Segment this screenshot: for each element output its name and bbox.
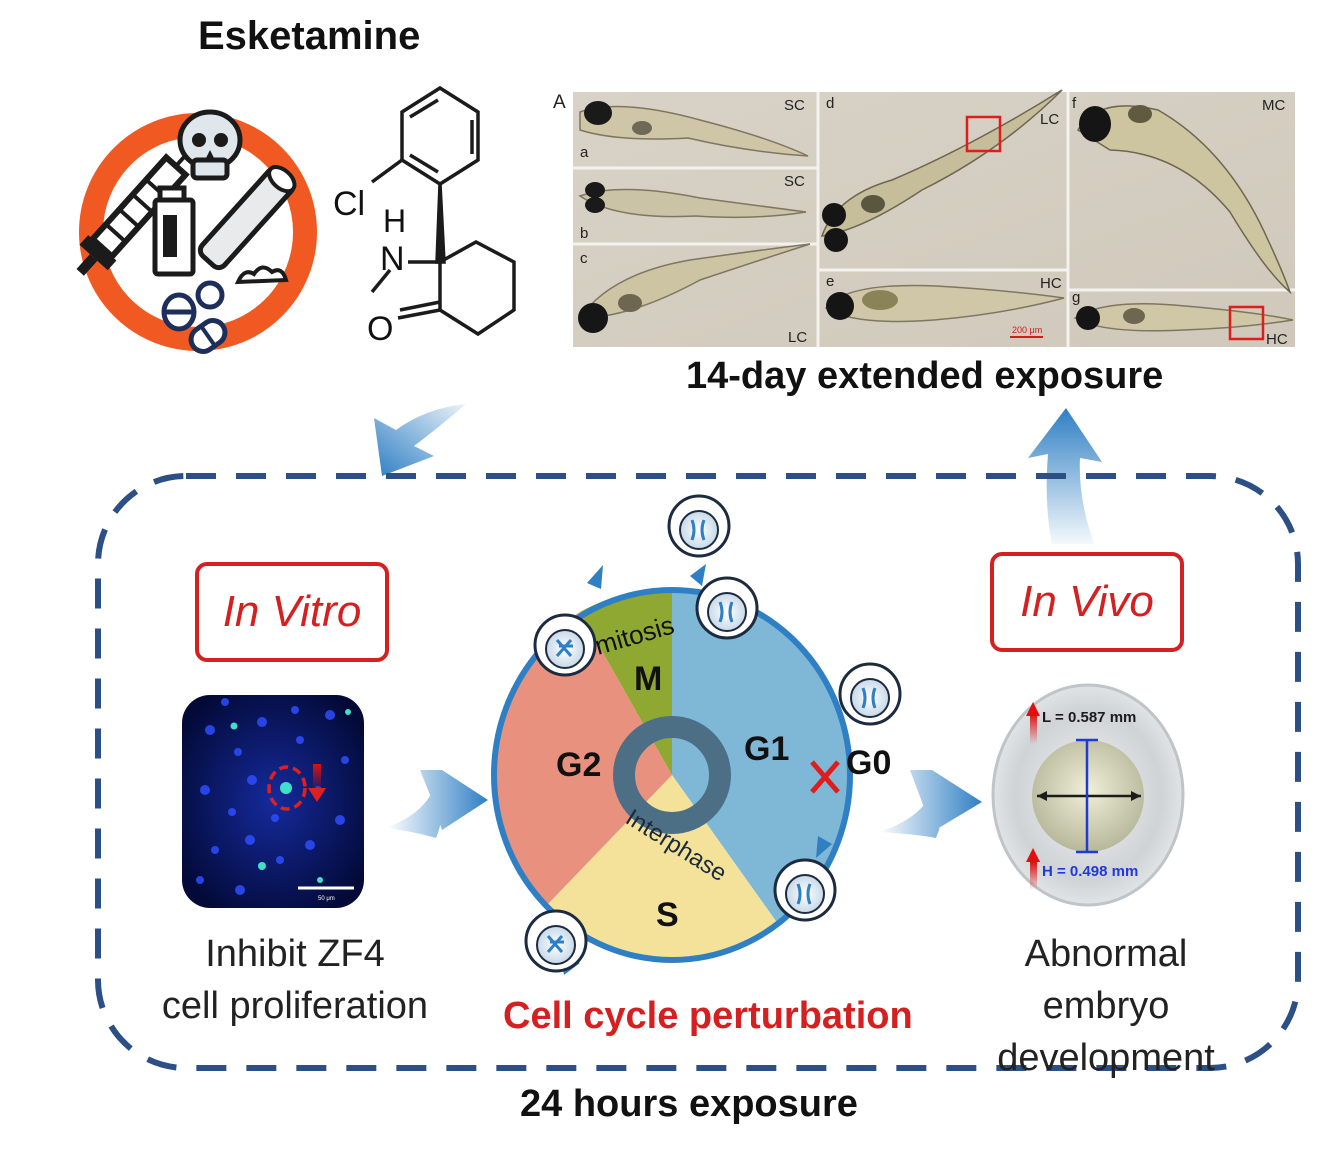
panel-letter: A [553, 92, 566, 113]
larva-c [578, 243, 811, 333]
zf4-cell-image: 50 μm [182, 695, 364, 908]
exposure-dashed-box [95, 473, 1301, 1071]
larva-b [578, 182, 807, 219]
in-vivo-caption-line2: embryo development [997, 985, 1215, 1079]
oxygen-label: O [367, 310, 393, 348]
cell-icon-left [533, 613, 597, 677]
arrow-vitro-to-cycle [386, 770, 488, 838]
g2-sector [493, 612, 672, 904]
in-vitro-text: In Vitro [222, 587, 362, 636]
in-vivo-caption: Abnormal embryo development [930, 928, 1282, 1084]
phase-m: M [634, 660, 662, 698]
in-vivo-text: In Vivo [1020, 577, 1154, 626]
fish-letter-b: b [580, 225, 588, 242]
in-vivo-label: In Vivo [990, 552, 1184, 652]
fish-letter-c: c [580, 250, 588, 267]
skull-icon [177, 109, 243, 181]
in-vitro-caption-line2: cell proliferation [161, 985, 429, 1027]
fish-condition-g: HC [1266, 331, 1288, 348]
in-vitro-caption: Inhibit ZF4 cell proliferation [150, 928, 440, 1032]
phase-s: S [656, 896, 679, 934]
in-vitro-label: In Vitro [195, 562, 389, 662]
larva-e: 200 μm [824, 284, 1065, 338]
phase-g2: G2 [556, 746, 601, 784]
larva-g [1073, 302, 1294, 341]
nitrogen-label: N [380, 240, 405, 278]
embryo-height: H = 0.498 mm [1042, 863, 1138, 880]
fish-condition-b: SC [784, 173, 805, 190]
cell-icons [524, 494, 902, 973]
larva-a [579, 101, 809, 157]
bottle-icon [152, 185, 196, 277]
fish-condition-e: HC [1040, 275, 1062, 292]
larva-f [1076, 105, 1292, 295]
fish-condition-a: SC [784, 97, 805, 114]
fish-letter-e: e [826, 273, 834, 290]
esketamine-structure [370, 85, 516, 337]
zebrafish-panel: A [553, 89, 1295, 347]
cell-icon-right [773, 858, 837, 922]
larva-d [820, 89, 1063, 252]
in-vitro-caption-line1: Inhibit ZF4 [205, 933, 385, 975]
pills-icon [161, 280, 228, 354]
syringe-icon [76, 137, 203, 276]
embryo-length: L = 0.587 mm [1042, 709, 1136, 726]
fish-letter-d: d [826, 95, 834, 112]
cell-cycle-wheel [491, 564, 882, 975]
fish-letter-g: g [1072, 289, 1080, 306]
prohibited-drugs-icon [76, 109, 317, 354]
cell-scale-bar: 50 μm [318, 896, 335, 902]
s-sector [548, 775, 778, 959]
phase-g0: G0 [846, 744, 891, 782]
hydrogen-label: H [383, 203, 406, 239]
fish-condition-f: MC [1262, 97, 1285, 114]
fish-letter-f: f [1072, 95, 1077, 112]
phase-g1: G1 [744, 730, 789, 768]
roll-icon [197, 165, 297, 285]
esketamine-title: Esketamine [198, 14, 421, 58]
fish-scale-bar: 200 μm [1012, 325, 1042, 335]
cell-cycle-title: Cell cycle perturbation [503, 995, 913, 1037]
cell-icon-top-right [695, 576, 759, 640]
arrow-down-to-box [374, 404, 466, 476]
embryo-image [991, 683, 1185, 907]
extended-exposure-title: 14-day extended exposure [686, 355, 1164, 397]
in-vivo-caption-line1: Abnormal [1024, 933, 1188, 975]
hours-exposure-title: 24 hours exposure [520, 1083, 858, 1125]
cell-icon-top [667, 494, 731, 558]
fish-condition-c: LC [788, 329, 807, 346]
cell-icon-bottom-left [524, 909, 588, 973]
g1-sector [672, 589, 851, 924]
cell-icon-g0 [838, 662, 902, 726]
fish-condition-d: LC [1040, 111, 1059, 128]
fish-letter-a: a [580, 144, 589, 161]
chlorine-label: Cl [333, 185, 365, 223]
arrow-cycle-to-vivo [878, 770, 982, 838]
